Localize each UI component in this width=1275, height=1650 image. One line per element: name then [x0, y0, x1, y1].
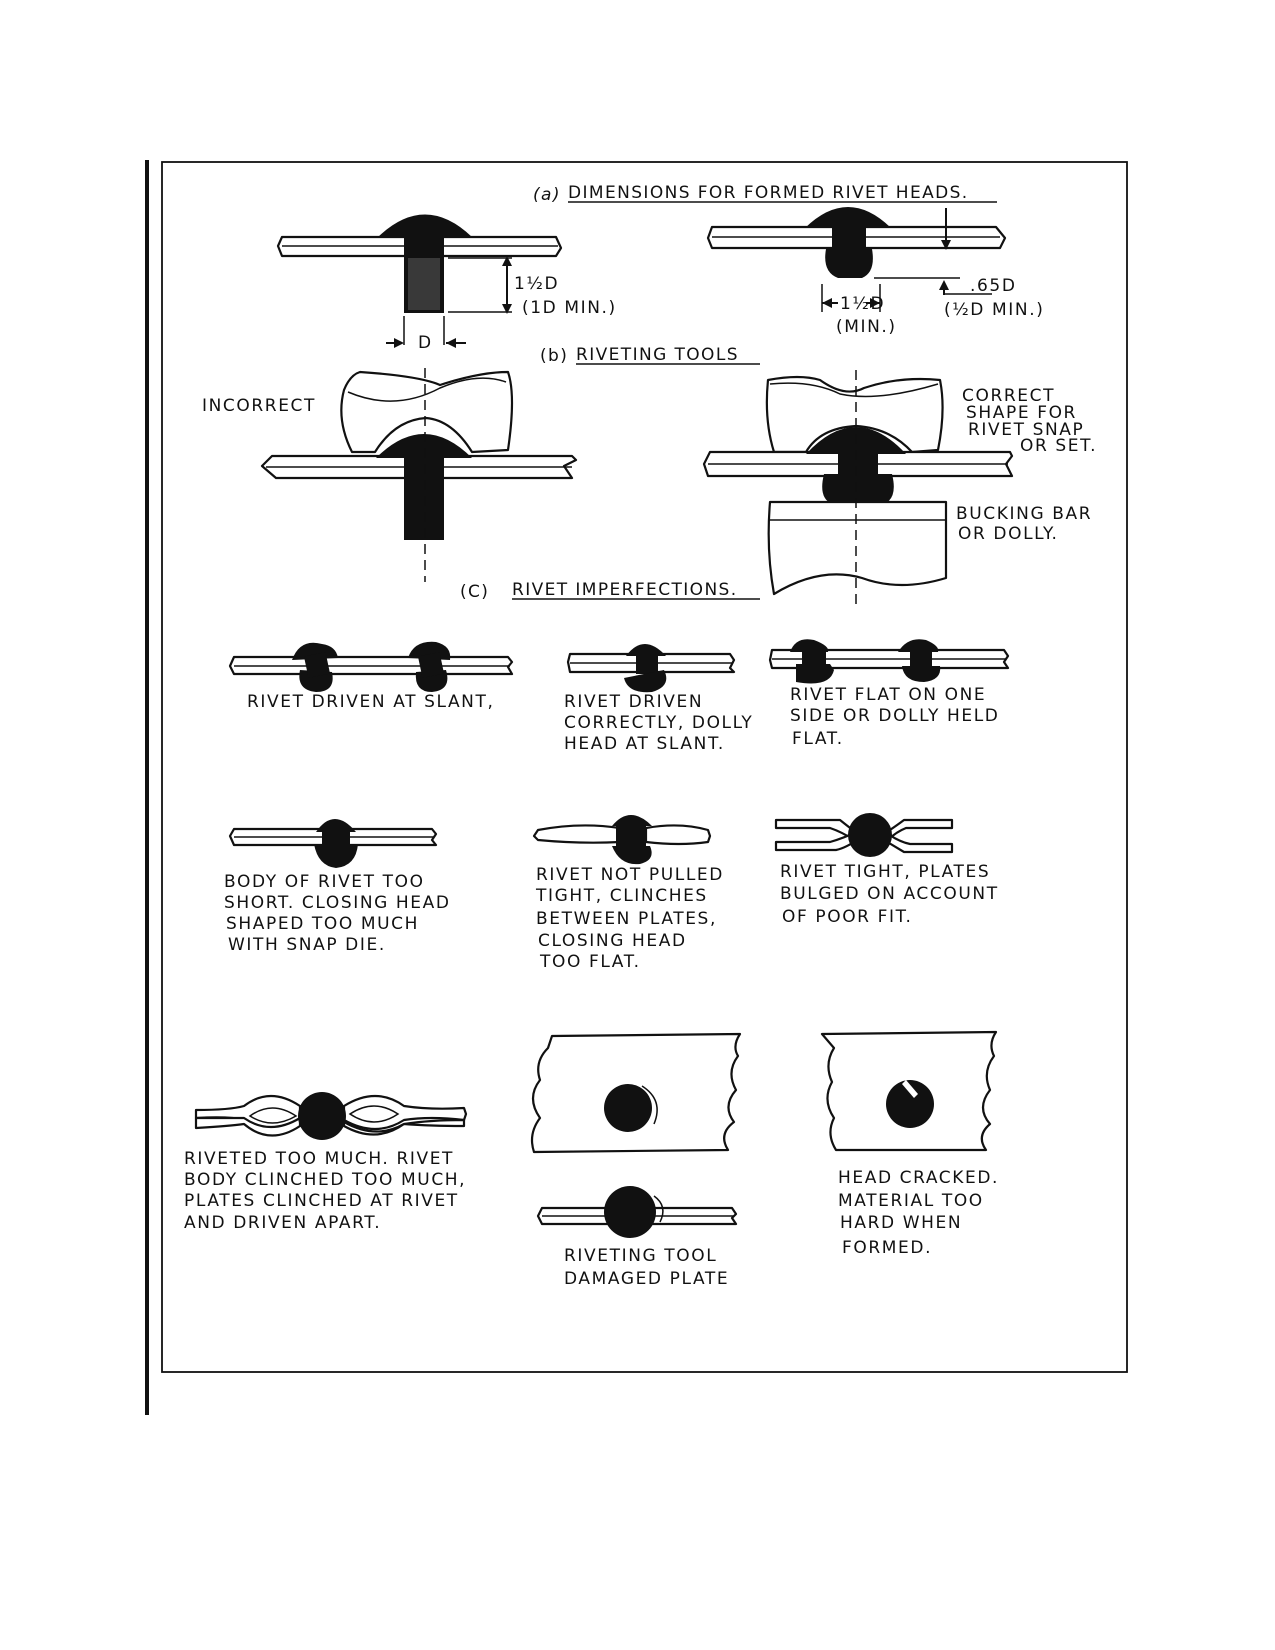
flat-rivets-figure [768, 639, 1010, 684]
svg-text:OR DOLLY.: OR DOLLY. [958, 524, 1059, 544]
svg-text:RIVET DRIVEN: RIVET DRIVEN [564, 692, 703, 712]
svg-text:OF POOR FIT.: OF POOR FIT. [782, 907, 913, 927]
correct-shape-label: CORRECT SHAPE FOR RIVET SNAP OR SET. [962, 386, 1097, 456]
dolly-slant-figure [566, 644, 736, 693]
svg-text:DAMAGED PLATE: DAMAGED PLATE [564, 1269, 729, 1289]
short-body-figure [228, 819, 438, 868]
svg-text:TOO FLAT.: TOO FLAT. [539, 952, 641, 972]
svg-text:FORMED.: FORMED. [842, 1238, 932, 1258]
svg-text:CORRECTLY, DOLLY: CORRECTLY, DOLLY [564, 713, 753, 733]
head-width-label: 1½D [840, 294, 885, 314]
incorrect-label: INCORRECT [202, 396, 316, 416]
formed-rivet-shank-figure [276, 214, 563, 348]
svg-text:(b): (b) [540, 346, 568, 366]
section-c-heading: (C) RIVET IMPERFECTIONS. [460, 580, 760, 602]
svg-text:MATERIAL TOO: MATERIAL TOO [838, 1191, 984, 1211]
svg-text:SIDE OR DOLLY HELD: SIDE OR DOLLY HELD [790, 706, 999, 726]
riveted-too-much-caption: RIVETED TOO MUCH. RIVET BODY CLINCHED TO… [184, 1149, 466, 1233]
svg-text:RIVETED TOO MUCH. RIVET: RIVETED TOO MUCH. RIVET [184, 1149, 454, 1169]
svg-text:AND DRIVEN APART.: AND DRIVEN APART. [184, 1213, 381, 1233]
diameter-label: D [418, 333, 433, 353]
svg-text:RIVET FLAT ON ONE: RIVET FLAT ON ONE [790, 685, 986, 705]
svg-text:SHORT. CLOSING HEAD: SHORT. CLOSING HEAD [224, 893, 451, 913]
margin-bar [145, 160, 149, 1415]
section-a-heading: (a) DIMENSIONS FOR FORMED RIVET HEADS. [533, 183, 997, 205]
damaged-plate-caption: RIVETING TOOL DAMAGED PLATE [564, 1246, 729, 1289]
slant-rivets-figure [228, 641, 514, 692]
section-b-heading: (b) RIVETING TOOLS [540, 345, 760, 366]
svg-text:RIVET DRIVEN AT SLANT,: RIVET DRIVEN AT SLANT, [247, 692, 494, 712]
svg-text:HEAD CRACKED.: HEAD CRACKED. [838, 1168, 999, 1188]
svg-text:RIVET TIGHT, PLATES: RIVET TIGHT, PLATES [780, 862, 990, 882]
svg-text:RIVETING TOOLS: RIVETING TOOLS [576, 345, 739, 365]
svg-text:DIMENSIONS FOR FORMED RIVET HE: DIMENSIONS FOR FORMED RIVET HEADS. [568, 183, 969, 203]
svg-text:BODY CLINCHED TOO MUCH,: BODY CLINCHED TOO MUCH, [184, 1170, 466, 1190]
formed-head-figure [706, 207, 1007, 312]
svg-text:BULGED ON ACCOUNT: BULGED ON ACCOUNT [780, 884, 999, 904]
correct-tool-figure [702, 370, 1014, 610]
head-height-min-label: (½D MIN.) [944, 300, 1044, 320]
svg-text:RIVETING TOOL: RIVETING TOOL [564, 1246, 717, 1266]
svg-text:PLATES CLINCHED AT RIVET: PLATES CLINCHED AT RIVET [184, 1191, 459, 1211]
head-height-label: .65D [970, 276, 1017, 296]
svg-text:CORRECT: CORRECT [962, 386, 1055, 406]
svg-text:BETWEEN PLATES,: BETWEEN PLATES, [536, 909, 717, 929]
svg-text:HEAD AT SLANT.: HEAD AT SLANT. [564, 734, 725, 754]
svg-text:RIVET SNAP: RIVET SNAP [968, 420, 1084, 440]
bulged-caption: RIVET TIGHT, PLATES BULGED ON ACCOUNT OF… [780, 862, 999, 927]
svg-text:FLAT.: FLAT. [792, 729, 844, 749]
svg-text:SHAPED TOO MUCH: SHAPED TOO MUCH [226, 914, 419, 934]
figure-frame [161, 161, 1128, 1373]
svg-text:BUCKING BAR: BUCKING BAR [956, 504, 1092, 524]
shank-length-label: 1½D [514, 274, 559, 294]
riveted-too-much-figure [194, 1092, 468, 1140]
svg-text:(C): (C) [460, 582, 489, 602]
svg-text:WITH SNAP DIE.: WITH SNAP DIE. [228, 935, 386, 955]
flat-caption: RIVET FLAT ON ONE SIDE OR DOLLY HELD FLA… [790, 685, 999, 749]
svg-text:(a): (a) [533, 185, 561, 205]
svg-text:RIVET NOT PULLED: RIVET NOT PULLED [536, 865, 724, 885]
svg-text:OR SET.: OR SET. [1020, 436, 1097, 456]
damaged-plate-figure [530, 1032, 742, 1238]
svg-text:RIVET IMPERFECTIONS.: RIVET IMPERFECTIONS. [512, 580, 738, 600]
bulged-plates-figure [774, 813, 954, 857]
cracked-head-figure [820, 1030, 998, 1152]
svg-text:TIGHT, CLINCHES: TIGHT, CLINCHES [535, 886, 708, 906]
shank-length-min-label: (1D MIN.) [522, 298, 617, 318]
svg-text:SHAPE FOR: SHAPE FOR [966, 403, 1077, 423]
slant-caption: RIVET DRIVEN AT SLANT, [247, 692, 494, 712]
svg-text:BODY OF RIVET TOO: BODY OF RIVET TOO [224, 872, 425, 892]
svg-text:HARD WHEN: HARD WHEN [840, 1213, 962, 1233]
head-width-min-label: (MIN.) [836, 317, 897, 337]
bucking-bar-label: BUCKING BAR OR DOLLY. [956, 504, 1092, 544]
not-tight-figure [532, 815, 712, 865]
short-body-caption: BODY OF RIVET TOO SHORT. CLOSING HEAD SH… [224, 872, 451, 955]
dolly-slant-caption: RIVET DRIVEN CORRECTLY, DOLLY HEAD AT SL… [564, 692, 753, 754]
svg-text:CLOSING HEAD: CLOSING HEAD [538, 931, 687, 951]
not-tight-caption: RIVET NOT PULLED TIGHT, CLINCHES BETWEEN… [535, 865, 724, 972]
incorrect-tool-figure [260, 368, 578, 582]
cracked-head-caption: HEAD CRACKED. MATERIAL TOO HARD WHEN FOR… [838, 1168, 999, 1258]
